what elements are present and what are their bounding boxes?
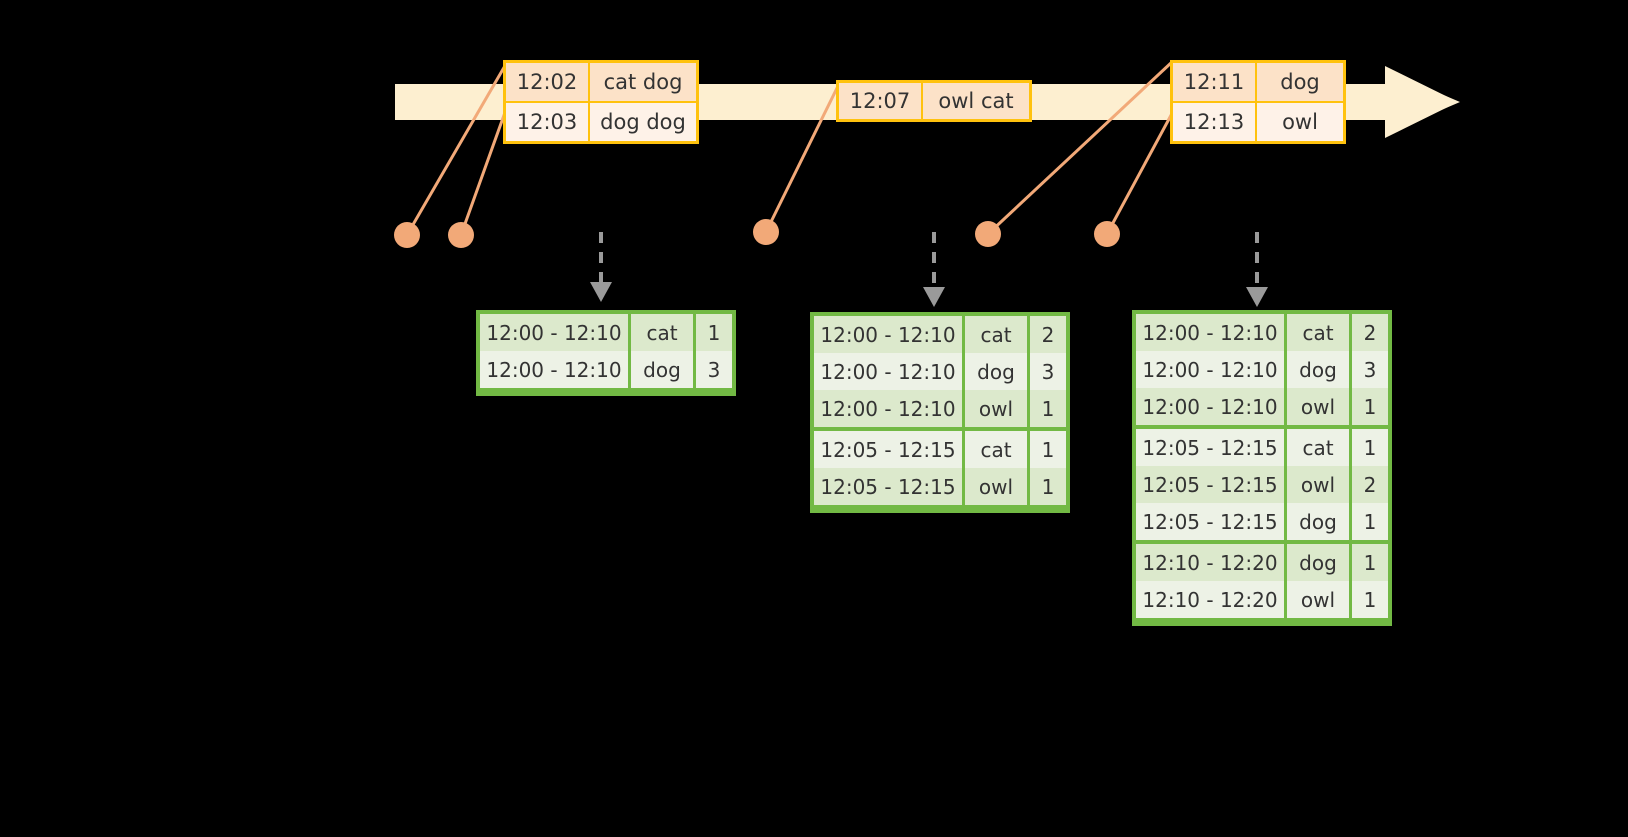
cell-count: 1 — [1030, 468, 1066, 505]
dashed-arrow-1-head — [590, 282, 612, 302]
cell-word: cat — [631, 314, 693, 351]
cell-count: 1 — [1352, 581, 1388, 618]
cell-window: 12:00 - 12:10 — [1136, 314, 1284, 351]
event-words: dog — [1280, 70, 1320, 94]
timeline-event-row[interactable]: 12:03 dog dog — [506, 101, 696, 141]
cell-count: 1 — [696, 314, 732, 351]
dot-5 — [1094, 221, 1120, 247]
cell-count: 1 — [1352, 429, 1388, 466]
connector-2 — [459, 103, 510, 236]
cell-window: 12:10 - 12:20 — [1136, 581, 1284, 618]
timeline-event-row[interactable]: 12:07 owl cat — [839, 83, 1029, 119]
cell-count: 3 — [1030, 353, 1066, 390]
cell-window: 12:10 - 12:20 — [1136, 544, 1284, 581]
cell-window: 12:00 - 12:10 — [480, 314, 628, 351]
cell-count: 3 — [1352, 351, 1388, 388]
dashed-arrow-2-head — [923, 287, 945, 307]
connector-1 — [405, 63, 508, 236]
connector-5 — [1105, 105, 1178, 235]
dot-1 — [394, 222, 420, 248]
timeline-event-group-2[interactable]: 12:07 owl cat — [836, 80, 1032, 122]
dashed-arrows — [590, 232, 1268, 307]
timeline-event-row[interactable]: 12:11 dog — [1173, 63, 1343, 101]
cell-word: owl — [965, 390, 1027, 427]
cell-word: cat — [965, 316, 1027, 353]
cell-window: 12:00 - 12:10 — [1136, 388, 1284, 425]
cell-word: owl — [1287, 466, 1349, 503]
cell-word: dog — [965, 353, 1027, 390]
timeline-event-group-3[interactable]: 12:11 dog 12:13 owl — [1170, 60, 1346, 144]
event-time: 12:07 — [839, 83, 923, 119]
event-time: 12:03 — [506, 103, 590, 141]
cell-count: 1 — [1352, 388, 1388, 425]
dot-4 — [975, 221, 1001, 247]
cell-word: dog — [1287, 351, 1349, 388]
cell-window: 12:00 - 12:10 — [1136, 351, 1284, 388]
timeline-event-row[interactable]: 12:02 cat dog — [506, 63, 696, 101]
cell-word: cat — [1287, 429, 1349, 466]
connector-dots — [394, 219, 1120, 248]
cell-word: cat — [965, 431, 1027, 468]
dot-3 — [753, 219, 779, 245]
cell-count: 1 — [1030, 431, 1066, 468]
cell-window: 12:00 - 12:10 — [480, 351, 628, 388]
cell-window: 12:05 - 12:15 — [814, 468, 962, 505]
dashed-arrow-3-head — [1246, 287, 1268, 307]
cell-word: dog — [631, 351, 693, 388]
event-words: owl — [1282, 110, 1318, 134]
cell-count: 2 — [1030, 316, 1066, 353]
cell-word: owl — [1287, 388, 1349, 425]
cell-count: 2 — [1352, 466, 1388, 503]
cell-count: 2 — [1352, 314, 1388, 351]
cell-window: 12:05 - 12:15 — [1136, 429, 1284, 466]
timeline-event-row[interactable]: 12:13 owl — [1173, 101, 1343, 141]
cell-word: dog — [1287, 503, 1349, 540]
event-time: 12:02 — [506, 63, 590, 101]
event-time: 12:13 — [1173, 103, 1257, 141]
cell-window: 12:05 - 12:15 — [1136, 466, 1284, 503]
event-words: cat dog — [603, 70, 683, 94]
connector-3 — [764, 81, 842, 233]
timeline-event-group-1[interactable]: 12:02 cat dog 12:03 dog dog — [503, 60, 699, 144]
cell-window: 12:05 - 12:15 — [1136, 503, 1284, 540]
dot-2 — [448, 222, 474, 248]
cell-count: 3 — [696, 351, 732, 388]
cell-window: 12:05 - 12:15 — [814, 431, 962, 468]
cell-word: dog — [1287, 544, 1349, 581]
event-time: 12:11 — [1173, 63, 1257, 101]
cell-window: 12:00 - 12:10 — [814, 353, 962, 390]
cell-window: 12:00 - 12:10 — [814, 390, 962, 427]
cell-count: 1 — [1352, 544, 1388, 581]
event-words: dog dog — [600, 110, 686, 134]
cell-count: 1 — [1352, 503, 1388, 540]
event-words: owl cat — [938, 89, 1014, 113]
cell-word: cat — [1287, 314, 1349, 351]
cell-count: 1 — [1030, 390, 1066, 427]
cell-window: 12:00 - 12:10 — [814, 316, 962, 353]
cell-word: owl — [965, 468, 1027, 505]
cell-word: owl — [1287, 581, 1349, 618]
